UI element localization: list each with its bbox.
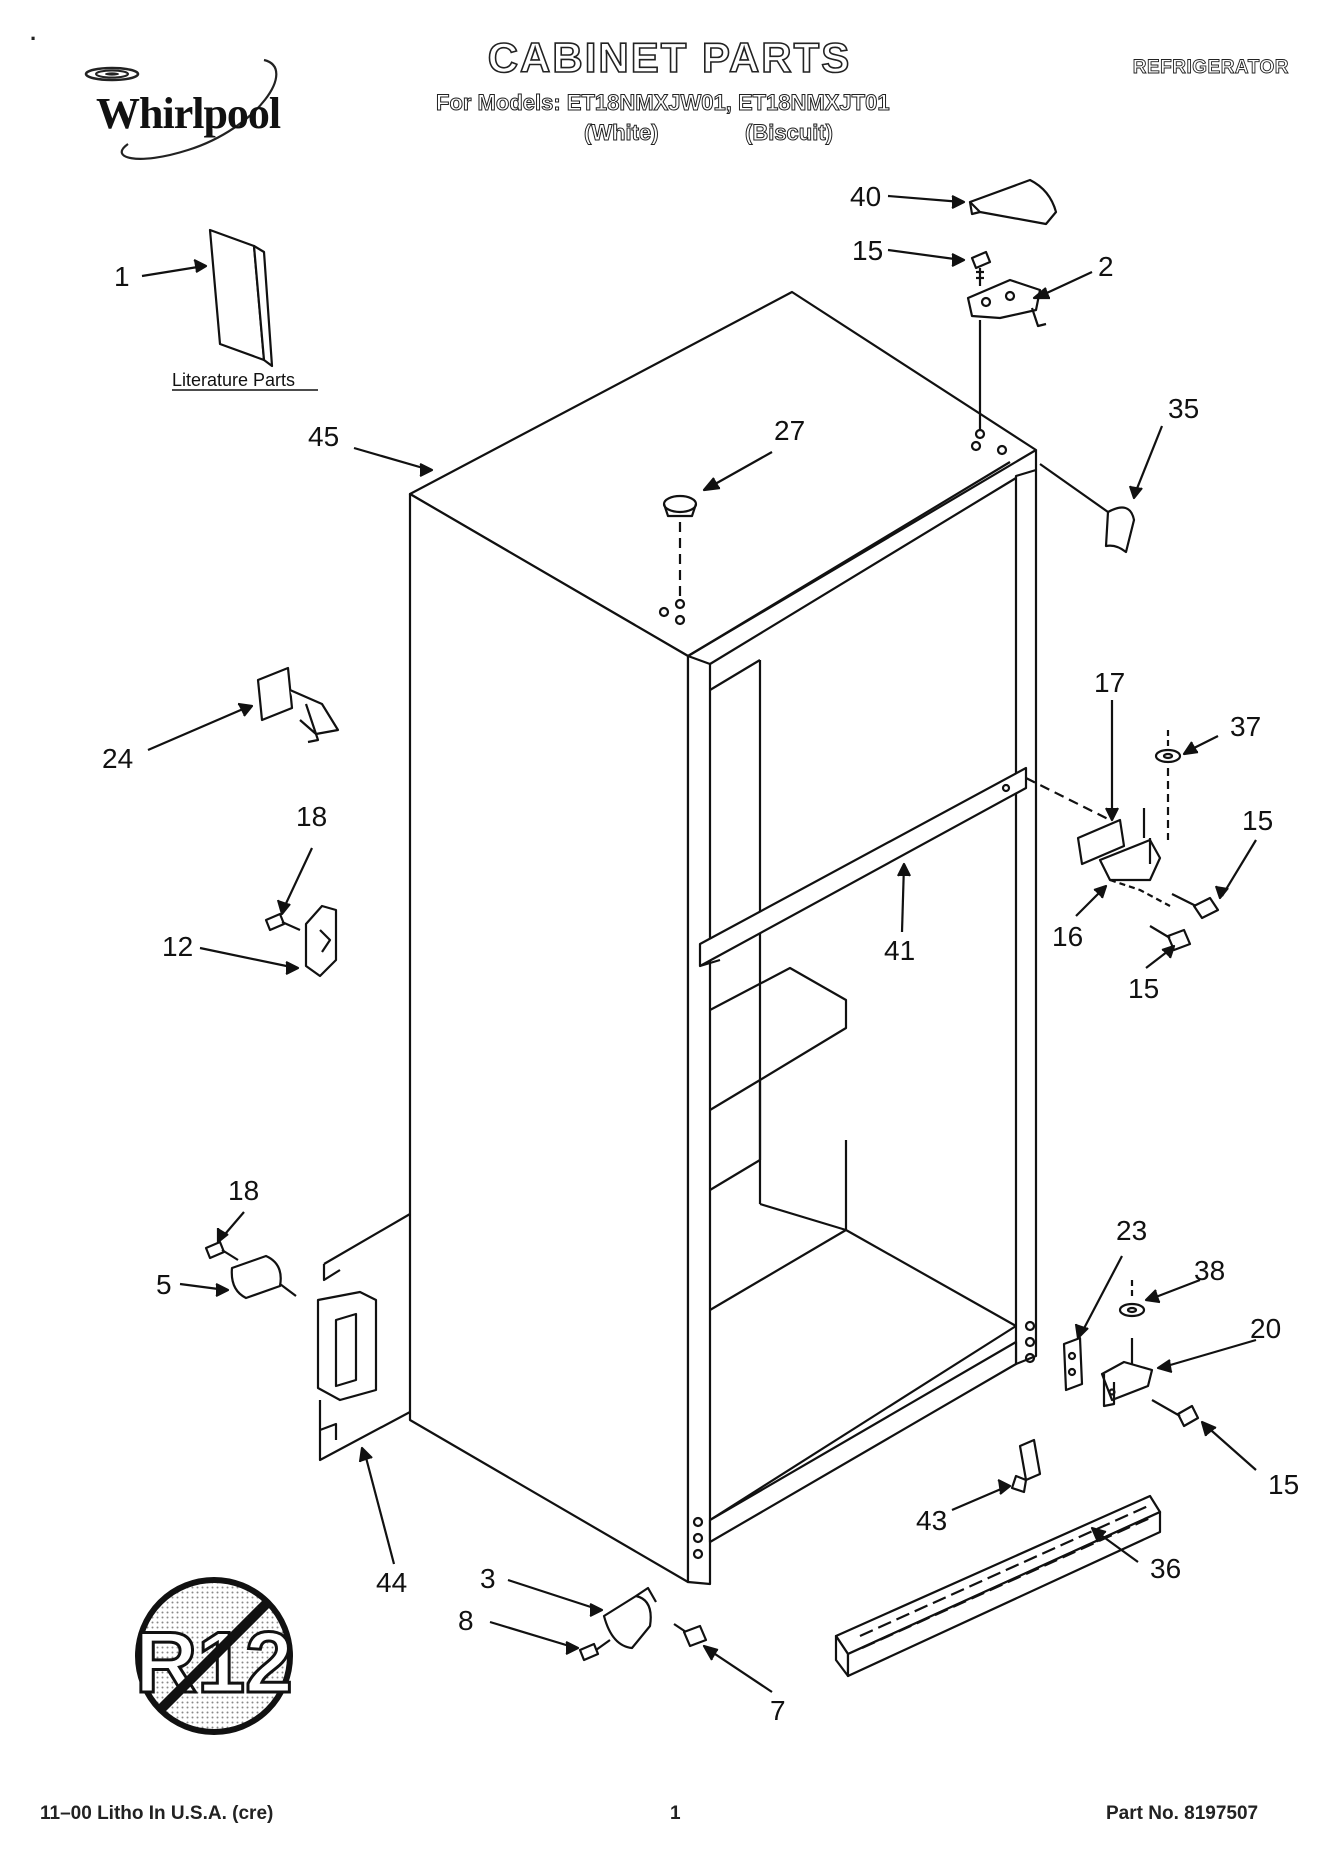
part-24-bracket [256,666,340,744]
callout-18-lower: 18 [228,1175,259,1206]
callout-38: 38 [1194,1255,1225,1286]
part-43-grille-clip [1010,1438,1042,1494]
callout-15-bottom: 15 [1268,1469,1299,1500]
callout-44: 44 [376,1567,407,1598]
callout-45: 45 [308,421,339,452]
part-1-literature [208,228,274,368]
callout-27: 27 [774,415,805,446]
callout-24: 24 [102,743,133,774]
brand-wordmark: Whirlpool [96,89,281,138]
part-5-clamp [230,1254,297,1300]
footer-litho: 11–00 Litho In U.S.A. (cre) [40,1803,274,1824]
part-41-divider-bar [698,766,1111,968]
callout-15-top: 15 [852,235,883,266]
part-35-hinge-cover [1039,463,1136,554]
cabinet-shell [408,290,1038,1586]
part-40-hinge-cap [968,178,1058,226]
part-15-top-screw [970,250,992,286]
no-r12-badge: R12 [134,1577,294,1735]
page-title: CABINET PARTS [487,33,852,82]
part-38-washer [1118,1280,1146,1318]
callout-41: 41 [884,935,915,966]
corner-mark: · [30,26,38,51]
part-2-top-hinge [966,278,1047,430]
category-label: REFRIGERATOR [1132,57,1289,79]
callout-16: 16 [1052,921,1083,952]
footer-page-number: 1 [670,1803,681,1824]
callout-17: 17 [1094,667,1125,698]
whirlpool-swirl-icon [84,58,278,160]
part-36-base-grille [834,1494,1162,1678]
part-37-washer [1154,730,1182,840]
whirlpool-logo: Whirlpool [68,58,308,178]
color-white-label: (White) [584,120,660,146]
part-23-shim [1062,1336,1084,1392]
part-18-screw-lower [204,1240,239,1261]
part-15-screw-bottom [1151,1399,1200,1428]
callout-37: 37 [1230,711,1261,742]
callout-15-right-b: 15 [1128,973,1159,1004]
part-8-screw [578,1639,611,1662]
color-biscuit-label: (Biscuit) [745,120,834,146]
callout-8: 8 [458,1605,474,1636]
callout-23: 23 [1116,1215,1147,1246]
part-15-screw-right-b [1149,925,1192,952]
part-15-screw-right-a [1171,893,1220,920]
callout-40: 40 [850,181,881,212]
callout-1: 1 [114,261,130,292]
part-7-screw [673,1623,708,1648]
part-18-screw-upper [264,912,301,932]
part-20-bottom-hinge [1100,1338,1154,1408]
models-line: For Models: ET18NMXJW01, ET18NMXJT01 [436,90,891,116]
callout-2: 2 [1098,251,1114,282]
callout-7: 7 [770,1695,786,1726]
part-3-leveler-bracket [602,1586,657,1650]
callout-3: 3 [480,1563,496,1594]
footer-part-number: Part No. 8197507 [1106,1803,1259,1824]
callout-15-right-a: 15 [1242,805,1273,836]
callout-43: 43 [916,1505,947,1536]
callout-35: 35 [1168,393,1199,424]
callout-18-upper: 18 [296,801,327,832]
callout-5: 5 [156,1269,172,1300]
part-27-plug [662,494,698,596]
callout-20: 20 [1250,1313,1281,1344]
callout-12: 12 [162,931,193,962]
part-44-panel-bracket [316,1213,411,1462]
callout-labels: 40 15 2 1 35 45 27 17 37 24 15 18 41 16 … [102,181,1299,1726]
part-12-clip [304,904,338,978]
callout-36: 36 [1150,1553,1181,1584]
leader-lines [141,194,1257,1693]
literature-parts-label: Literature Parts [172,370,295,390]
part-17-center-hinge [1076,808,1171,907]
